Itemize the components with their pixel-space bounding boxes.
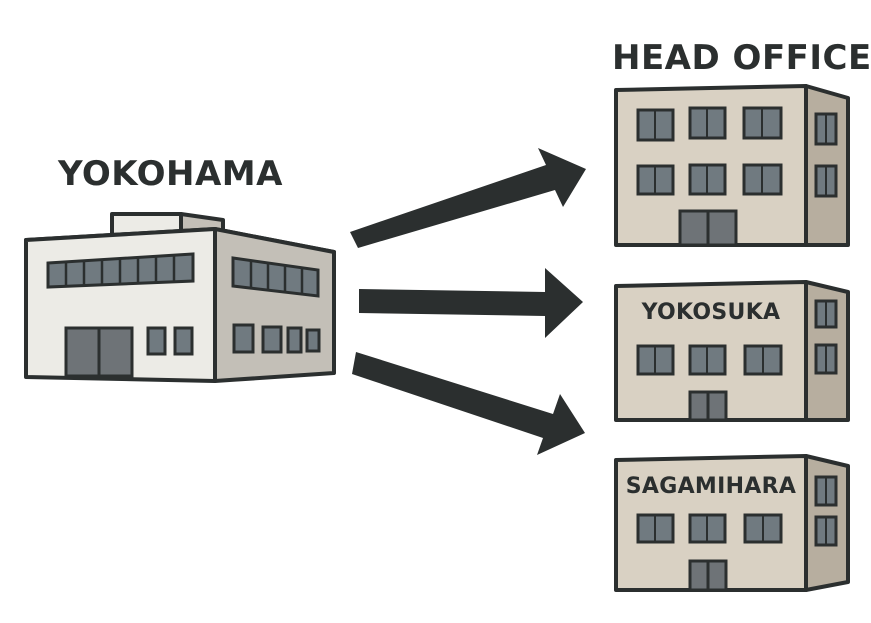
- source-window-mullions: [64, 256, 304, 294]
- source-door: [64, 326, 134, 378]
- yokosuka-door: [688, 390, 728, 422]
- sagamihara-door: [688, 559, 728, 592]
- source-label: YOKOHAMA: [58, 154, 283, 194]
- sagamihara-label: SAGAMIHARA: [625, 474, 797, 499]
- head-office-label: HEAD OFFICE: [612, 38, 871, 78]
- arrow-to-head-office-icon: [350, 148, 586, 248]
- head-office-door: [678, 209, 738, 247]
- yokosuka-window-mullions: [654, 301, 827, 374]
- sagamihara-window-mullions: [654, 477, 827, 545]
- yokosuka-label: YOKOSUKA: [641, 300, 781, 325]
- arrow-to-yokosuka-icon: [359, 268, 583, 338]
- head-office-window-mullions: [654, 108, 827, 196]
- arrow-to-sagamihara-icon: [352, 352, 585, 455]
